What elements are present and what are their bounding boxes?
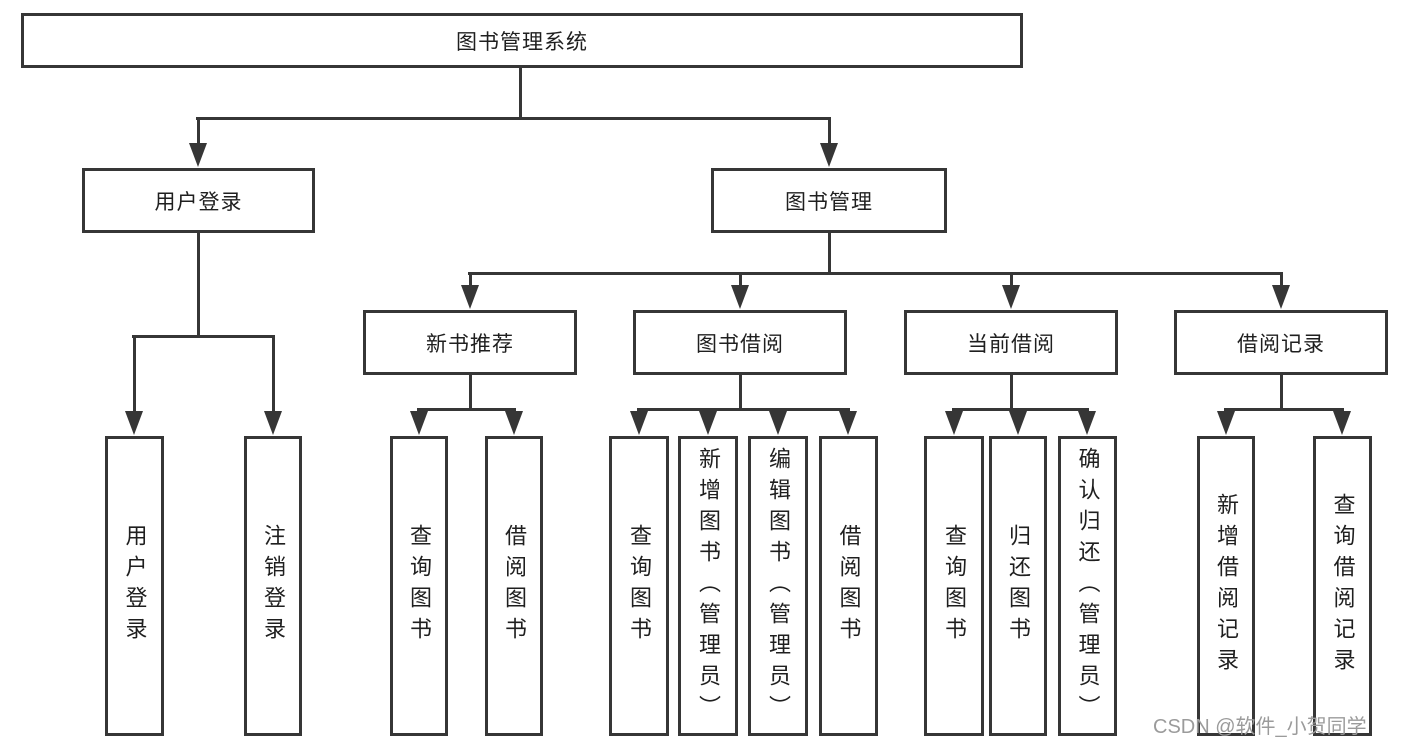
arrowhead-icon xyxy=(769,411,787,435)
node-current-borrow: 当前借阅 xyxy=(904,310,1118,375)
arrowhead-icon xyxy=(505,411,523,435)
node-book-borrow: 图书借阅 xyxy=(633,310,847,375)
connector xyxy=(1279,375,1283,411)
node-label: 确认归还（管理员） xyxy=(1075,446,1101,726)
arrowhead-icon xyxy=(410,411,428,435)
connector xyxy=(271,335,275,415)
node-label: 新增借阅记录 xyxy=(1214,493,1239,679)
connector xyxy=(196,233,200,335)
connector xyxy=(637,408,849,411)
node-borrow-record: 借阅记录 xyxy=(1174,310,1388,375)
connector xyxy=(468,272,472,297)
node-label: 图书管理系统 xyxy=(456,30,588,54)
connector xyxy=(738,375,742,411)
leaf-borrow-book: 借阅图书 xyxy=(485,436,543,736)
node-label: 查询借阅记录 xyxy=(1330,493,1356,679)
leaf-return-book: 归还图书 xyxy=(989,436,1047,736)
connector xyxy=(196,117,831,120)
arrowhead-icon xyxy=(945,411,963,435)
arrowhead-icon xyxy=(1333,411,1351,435)
node-label: 新增图书（管理员） xyxy=(696,446,721,726)
node-label: 借阅图书 xyxy=(836,524,862,648)
node-label: 当前借阅 xyxy=(967,332,1055,356)
leaf-user-login: 用户登录 xyxy=(105,436,164,736)
connector xyxy=(132,335,136,415)
arrowhead-icon xyxy=(1217,411,1235,435)
connector xyxy=(468,272,1282,275)
arrowhead-icon xyxy=(839,411,857,435)
node-label: 用户登录 xyxy=(154,190,243,214)
connector xyxy=(738,272,742,297)
connector xyxy=(952,408,1089,411)
leaf-query-book: 查询图书 xyxy=(609,436,669,736)
leaf-confirm-return-admin: 确认归还（管理员） xyxy=(1058,436,1117,736)
arrowhead-icon xyxy=(630,411,648,435)
node-label: 新书推荐 xyxy=(426,332,514,356)
leaf-borrow-book: 借阅图书 xyxy=(819,436,878,736)
connector xyxy=(132,335,275,338)
arrowhead-icon xyxy=(1009,411,1027,435)
connector xyxy=(1224,408,1344,411)
node-label: 查询图书 xyxy=(627,524,652,648)
node-root: 图书管理系统 xyxy=(21,13,1023,68)
node-label: 归还图书 xyxy=(1006,524,1031,648)
arrowhead-icon xyxy=(1078,411,1096,435)
csdn-watermark: CSDN @软件_小贺同学 xyxy=(1153,716,1367,738)
node-label: 图书借阅 xyxy=(696,332,784,356)
connector xyxy=(827,233,831,275)
connector xyxy=(417,408,516,411)
node-user-login: 用户登录 xyxy=(82,168,315,233)
node-new-book-recommend: 新书推荐 xyxy=(363,310,577,375)
leaf-query-borrow-record: 查询借阅记录 xyxy=(1313,436,1372,736)
leaf-add-book-admin: 新增图书（管理员） xyxy=(678,436,738,736)
arrowhead-icon xyxy=(125,411,143,435)
node-book-management: 图书管理 xyxy=(711,168,947,233)
connector xyxy=(468,375,472,411)
node-label: 注销登录 xyxy=(261,524,286,648)
connector xyxy=(1279,272,1283,297)
connector xyxy=(519,68,522,120)
arrowhead-icon xyxy=(264,411,282,435)
arrowhead-icon xyxy=(189,143,207,167)
node-label: 查询图书 xyxy=(407,524,432,648)
arrowhead-icon xyxy=(1002,285,1020,309)
node-label: 图书管理 xyxy=(785,190,873,214)
arrowhead-icon xyxy=(820,143,838,167)
arrowhead-icon xyxy=(699,411,717,435)
arrowhead-icon xyxy=(461,285,479,309)
node-label: 借阅记录 xyxy=(1237,332,1325,356)
node-label: 借阅图书 xyxy=(502,524,527,648)
leaf-query-book: 查询图书 xyxy=(924,436,984,736)
connector xyxy=(1009,272,1013,297)
connector xyxy=(827,117,831,153)
leaf-query-book: 查询图书 xyxy=(390,436,448,736)
node-label: 查询图书 xyxy=(942,524,967,648)
leaf-logout: 注销登录 xyxy=(244,436,302,736)
leaf-edit-book-admin: 编辑图书（管理员） xyxy=(748,436,808,736)
connector xyxy=(1009,375,1013,411)
arrowhead-icon xyxy=(1272,285,1290,309)
connector xyxy=(196,117,200,153)
arrowhead-icon xyxy=(731,285,749,309)
node-label: 用户登录 xyxy=(122,524,148,648)
node-label: 编辑图书（管理员） xyxy=(766,446,791,726)
leaf-add-borrow-record: 新增借阅记录 xyxy=(1197,436,1255,736)
